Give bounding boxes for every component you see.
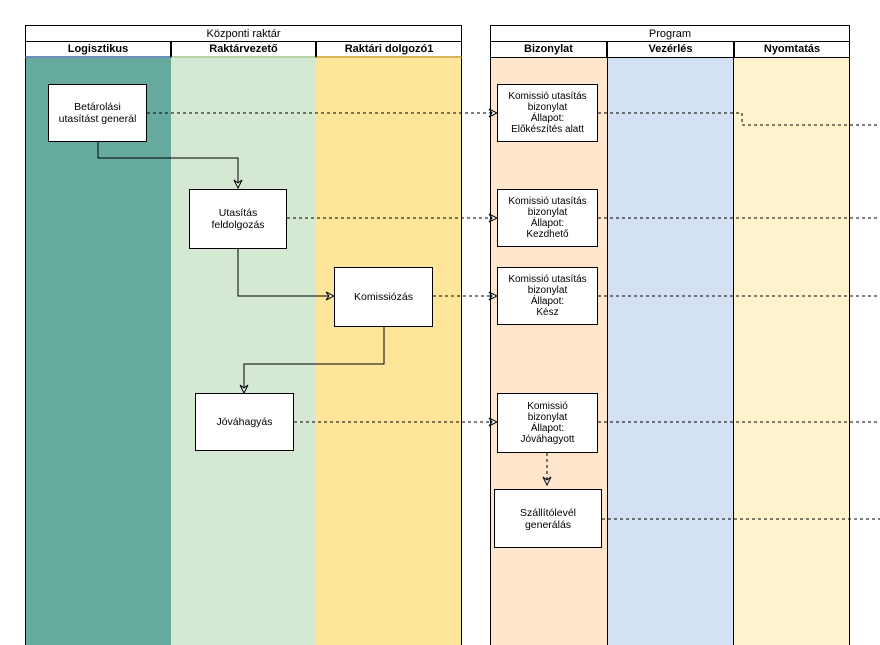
task-jovahagyas[interactable]: Jóváhagyás bbox=[195, 393, 294, 451]
doc-elokeszites[interactable]: Komissió utasítás bizonylat Állapot: Elő… bbox=[497, 84, 598, 142]
task-betarolasi[interactable]: Betárolási utasítást generál bbox=[48, 84, 147, 142]
lane-header-nyomtatas: Nyomtatás bbox=[734, 42, 850, 58]
doc-kesz[interactable]: Komissió utasítás bizonylat Állapot: Kés… bbox=[497, 267, 598, 325]
lane-logisztikus bbox=[25, 58, 171, 645]
doc-kezdheto[interactable]: Komissió utasítás bizonylat Állapot: Kez… bbox=[497, 189, 598, 247]
lane-bizonylat bbox=[490, 58, 607, 645]
lane-raktarvezeto bbox=[171, 58, 316, 645]
pool-title-program: Program bbox=[490, 25, 850, 42]
lane-header-raktari-dolgozo: Raktári dolgozó1 bbox=[316, 42, 462, 58]
lane-header-bizonylat: Bizonylat bbox=[490, 42, 607, 58]
doc-jovahagyott[interactable]: Komissió bizonylat Állapot: Jóváhagyott bbox=[497, 393, 598, 453]
pool-title-kozponti-raktar: Központi raktár bbox=[25, 25, 462, 42]
lane-raktari-dolgozo bbox=[316, 58, 462, 645]
lane-nyomtatas bbox=[734, 58, 850, 645]
lane-header-logisztikus: Logisztikus bbox=[25, 42, 171, 58]
task-komissiozas[interactable]: Komissiózás bbox=[334, 267, 433, 327]
lane-header-vezerles: Vezérlés bbox=[607, 42, 734, 58]
lane-vezerles bbox=[607, 58, 734, 645]
lane-header-raktarvezeto: Raktárvezető bbox=[171, 42, 316, 58]
task-szallitolevel[interactable]: Szállítólevél generálás bbox=[494, 489, 602, 548]
task-utasitas-feldolgozas[interactable]: Utasítás feldolgozás bbox=[189, 189, 287, 249]
